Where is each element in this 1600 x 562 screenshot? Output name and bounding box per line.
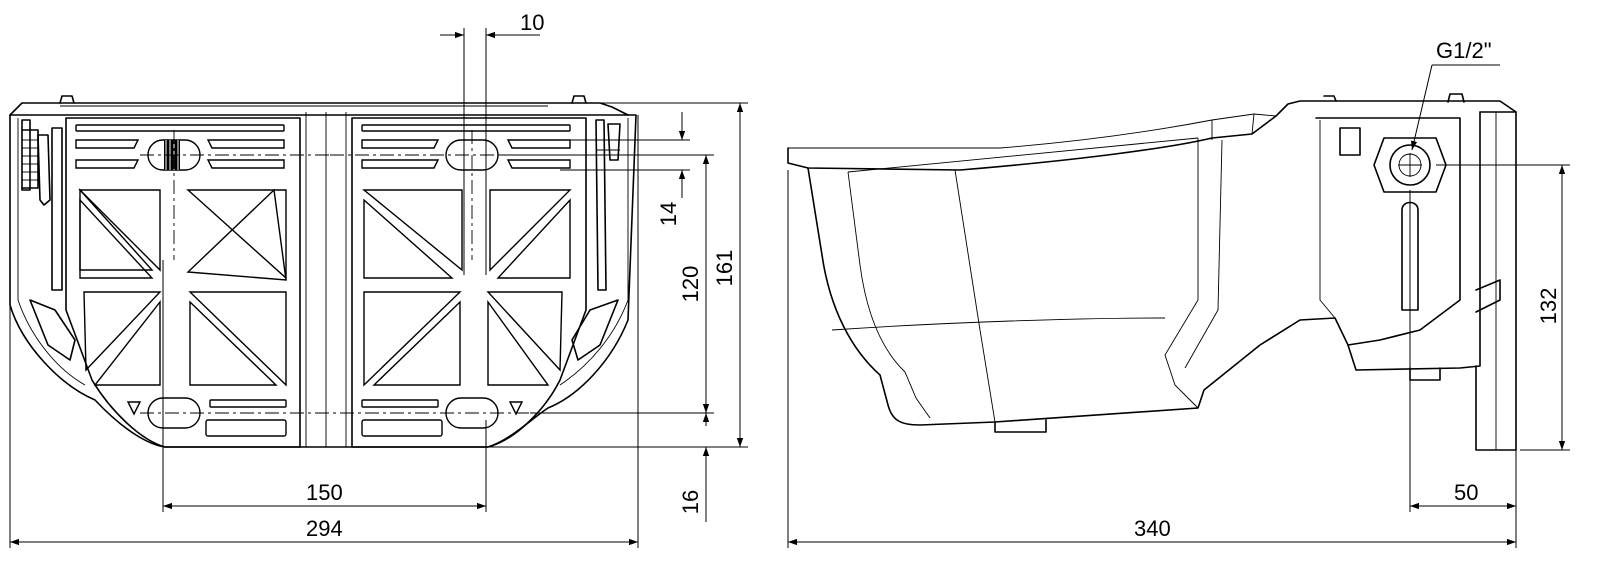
dim-inlet-offset: 50: [1454, 480, 1478, 505]
dim-overall-height: 161: [712, 250, 737, 287]
front-view: 10 150 294 14 120 161 16: [9, 10, 748, 548]
dim-overall-width: 294: [306, 516, 343, 541]
dim-slot-width: 10: [520, 10, 544, 35]
dim-height: 132: [1536, 288, 1561, 325]
dim-overall-length: 340: [1134, 516, 1171, 541]
dim-hole-spacing: 150: [306, 480, 343, 505]
dim-bottom-offset: 16: [678, 490, 703, 514]
dim-slot-height: 14: [656, 202, 681, 226]
dim-mount-height: 120: [678, 266, 703, 303]
side-view: G1/2" 340 50 132: [787, 38, 1570, 548]
thread-callout: G1/2": [1436, 38, 1492, 63]
